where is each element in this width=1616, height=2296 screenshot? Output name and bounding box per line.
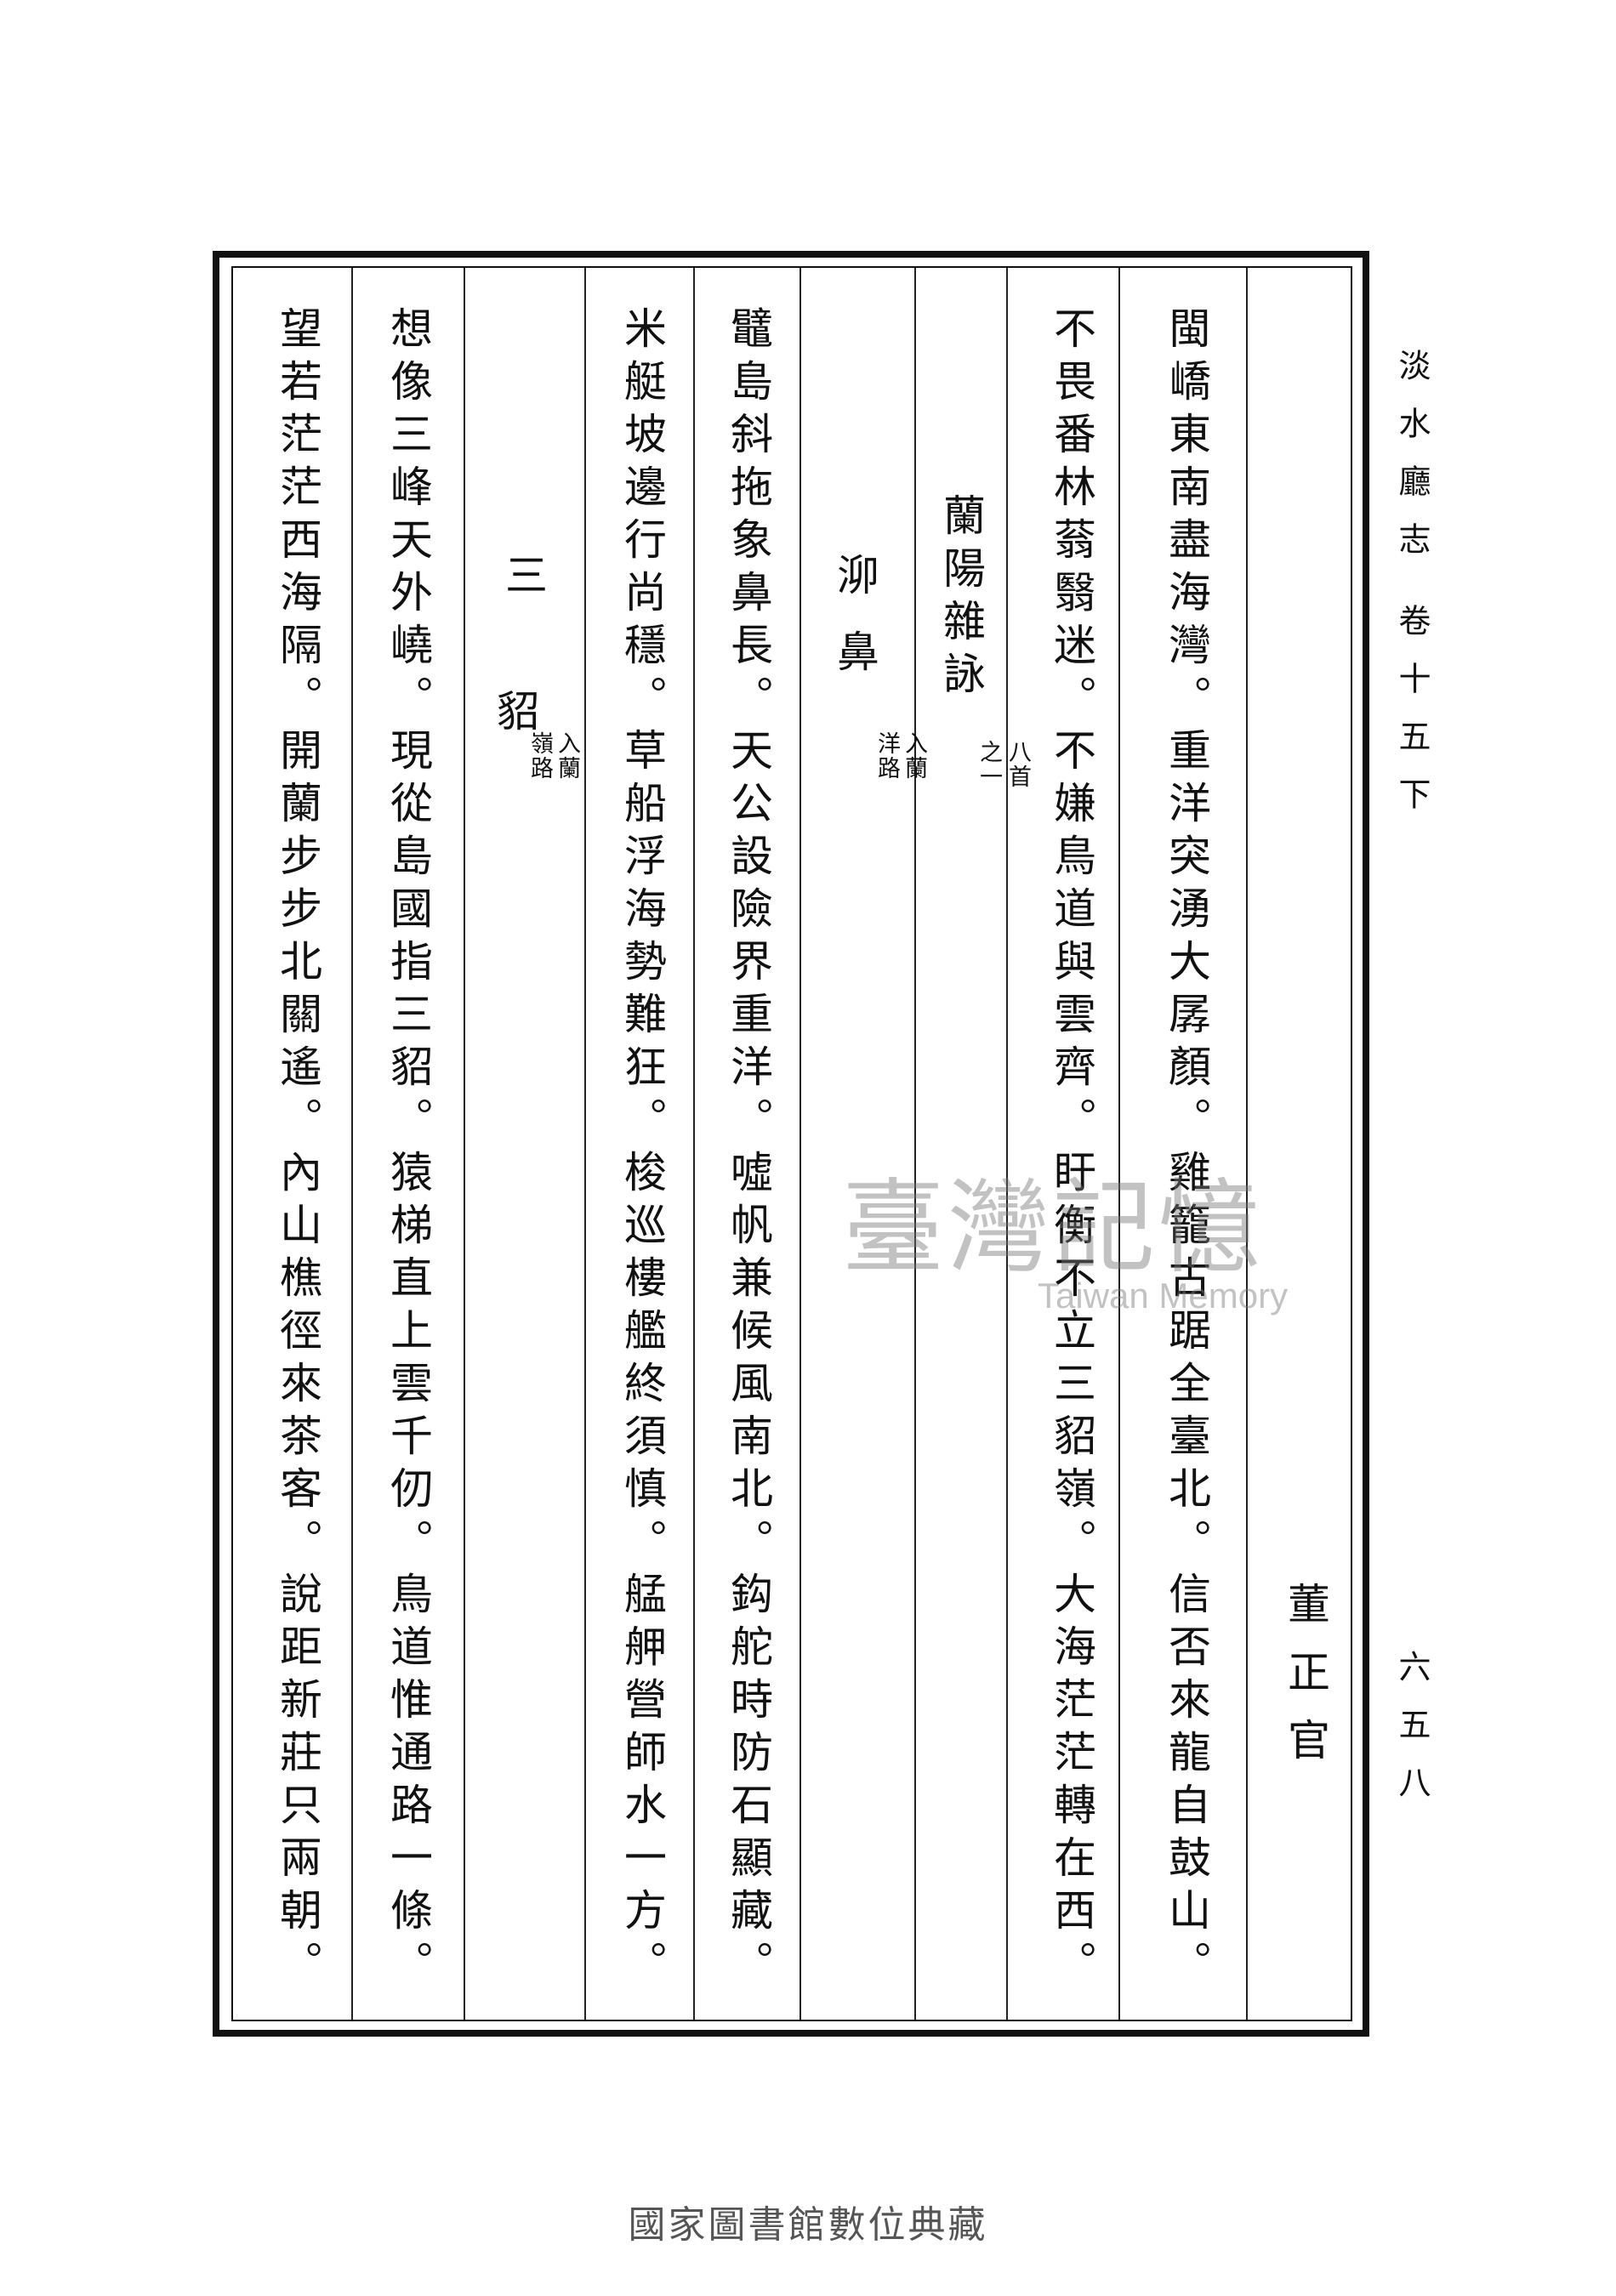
poem-line-5: 想像三峰天外嶢。現從島國指三貂。猿梯直上雲千仞。鳥道惟通路一條。 <box>384 306 433 1993</box>
poem-title-3-char-2: 貂 <box>490 689 539 742</box>
page-number: 六五八 <box>1393 1650 1431 1823</box>
column-rule <box>914 268 916 2020</box>
footer-credit: 國家圖書館數位典藏 <box>628 2203 988 2247</box>
column-rule <box>1118 268 1120 2020</box>
title3-note-b: 嶺路 <box>526 731 553 781</box>
column-rule <box>464 268 465 2020</box>
poem-line-4: 米艇坡邊行尚穩。草船浮海勢難狂。梭巡樓艦終須慎。艋舺營師水一方。 <box>617 306 667 1993</box>
column-rule <box>693 268 695 2020</box>
title2-note-b: 洋路 <box>873 731 900 781</box>
page-frame-outer <box>213 251 1369 2037</box>
volume-label: 卷十五下 <box>1393 604 1431 835</box>
title3-note-a: 入蘭 <box>554 731 580 781</box>
column-rule <box>584 268 586 2020</box>
column-rule <box>1246 268 1248 2020</box>
poem-line-6: 望若茫茫西海隔。開蘭步步北關遙。內山樵徑來茶客。說距新莊只兩朝。 <box>273 306 322 1993</box>
poem-line-1: 閩嶠東南盡海灣。重洋突湧大孱顏。雞籠古踞全臺北。信否來龍自鼓山。 <box>1162 306 1211 1993</box>
page-frame-inner <box>231 266 1352 2021</box>
series-title: 蘭陽雜詠 <box>936 493 986 704</box>
poem-line-3: 鼊島斜拖象鼻長。天公設險界重洋。噓帆兼候風南北。鈎舵時防石顯藏。 <box>724 306 773 1993</box>
author-name: 董正官 <box>1281 1582 1330 1786</box>
book-title: 淡水廳志 <box>1393 349 1431 580</box>
column-rule <box>1006 268 1008 2020</box>
poem-title-3-char-1: 三 <box>498 553 548 605</box>
column-rule <box>351 268 353 2020</box>
series-note-a: 八首 <box>1004 740 1031 789</box>
title2-note-a: 入蘭 <box>901 731 927 781</box>
poem-line-2: 不畏番林蓊翳迷。不嫌鳥道與雲齊。盱衡不立三貂嶺。大海茫茫轉在西。 <box>1047 306 1096 1993</box>
poem-title-2: 泖鼻 <box>830 553 879 706</box>
column-rule <box>799 268 801 2020</box>
series-note-b: 之一 <box>976 740 1002 789</box>
